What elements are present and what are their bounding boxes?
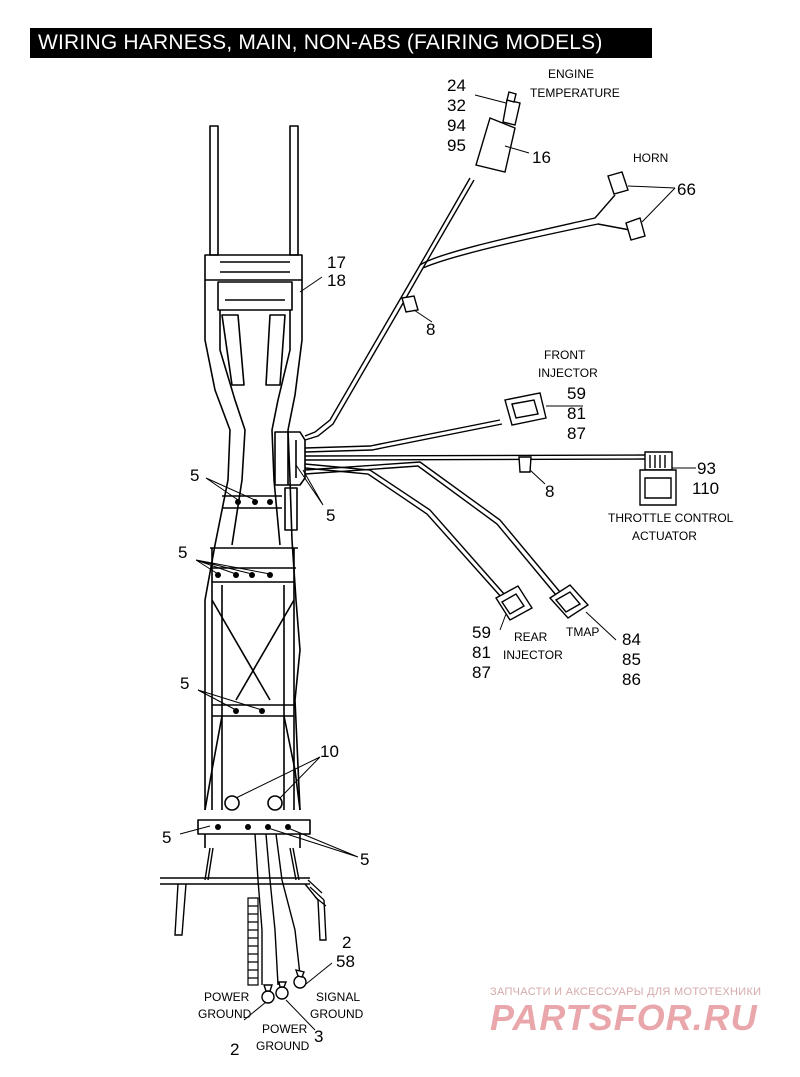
- watermark: ЗАПЧАСТИ И АКСЕССУАРЫ ДЛЯ МОТОТЕХНИКИ PA…: [490, 986, 761, 1038]
- leader-lines: [179, 94, 696, 1031]
- label-signal-ground-line1: SIGNAL: [316, 990, 360, 1004]
- callout-power-ground-center-3: 3: [314, 1027, 323, 1046]
- callout-engine-temp-95: 95: [447, 136, 466, 155]
- clip-upper: [401, 295, 419, 313]
- callout-tmap-84: 84: [622, 630, 641, 649]
- callout-8-lower: 8: [545, 482, 554, 501]
- clip-lower: [518, 456, 532, 473]
- callout-front-injector-81: 81: [567, 404, 586, 423]
- ring-terminal-power-ground-center: [275, 986, 289, 1000]
- callout-5-bottom-right: 5: [360, 850, 369, 869]
- conduit-sleeves: [247, 879, 327, 986]
- callout-power-ground-left-2: 2: [230, 1040, 239, 1059]
- ring-terminal-signal-ground: [293, 975, 307, 989]
- label-rear-injector-line1: REAR: [514, 630, 548, 644]
- callout-5-cage: 5: [178, 543, 187, 562]
- label-front-injector-line2: INJECTOR: [538, 366, 598, 380]
- callout-5-waist: 5: [190, 466, 199, 485]
- callout-17: 17: [327, 253, 346, 272]
- label-horn: HORN: [633, 151, 668, 165]
- callout-rear-injector-81: 81: [472, 643, 491, 662]
- horn-connector-lower: [625, 217, 646, 241]
- callout-signal-ground-58: 58: [336, 952, 355, 971]
- harness-branches: [160, 177, 646, 986]
- label-signal-ground-line2: GROUND: [310, 1007, 364, 1021]
- callout-5-ecm: 5: [326, 506, 335, 525]
- watermark-brand: PARTSFOR.RU: [490, 997, 758, 1038]
- connectors: [261, 91, 677, 1004]
- label-tmap: TMAP: [566, 625, 599, 639]
- engine-temp-sensor: [502, 99, 521, 126]
- strap-dots: [215, 499, 291, 830]
- callout-5-lower: 5: [180, 674, 189, 693]
- label-front-injector-line1: FRONT: [544, 348, 586, 362]
- callout-engine-temp-94: 94: [447, 116, 466, 135]
- label-power-ground-left-line2: GROUND: [198, 1007, 252, 1021]
- label-engine-temperature-line2: TEMPERATURE: [530, 86, 620, 100]
- callout-10: 10: [320, 742, 339, 761]
- motorcycle-frame: [197, 125, 311, 848]
- label-engine-temperature-line1: ENGINE: [548, 67, 594, 81]
- engine-temp-boot: [475, 117, 516, 173]
- callout-8-upper: 8: [426, 320, 435, 339]
- callout-front-injector-59: 59: [567, 384, 586, 403]
- label-rear-injector-line2: INJECTOR: [503, 648, 563, 662]
- label-tca-line2: ACTUATOR: [632, 529, 697, 543]
- callout-tmap-86: 86: [622, 670, 641, 689]
- callout-rear-injector-59: 59: [472, 623, 491, 642]
- callout-signal-ground-2: 2: [342, 933, 351, 952]
- callouts: 24 32 94 95 ENGINE TEMPERATURE 16 HORN 6…: [162, 67, 734, 1059]
- tca-connector-plug: [644, 451, 673, 471]
- callout-tmap-85: 85: [622, 650, 641, 669]
- watermark-tagline: ЗАПЧАСТИ И АКСЕССУАРЫ ДЛЯ МОТОТЕХНИКИ: [490, 986, 761, 998]
- callout-16: 16: [532, 148, 551, 167]
- page-title: WIRING HARNESS, MAIN, NON-ABS (FAIRING M…: [30, 28, 652, 58]
- callout-18: 18: [327, 271, 346, 290]
- callout-tca-110: 110: [692, 479, 719, 498]
- label-power-ground-center-line2: GROUND: [256, 1039, 310, 1053]
- ring-terminal-power-ground-left: [261, 990, 275, 1004]
- horn-connector-upper: [607, 171, 629, 195]
- callout-engine-temp-24: 24: [447, 76, 466, 95]
- callout-tca-93: 93: [697, 459, 716, 478]
- label-power-ground-center-line1: POWER: [262, 1022, 308, 1036]
- callout-front-injector-87: 87: [567, 424, 586, 443]
- callout-66: 66: [677, 180, 696, 199]
- callout-engine-temp-32: 32: [447, 96, 466, 115]
- callout-5-bottom-left: 5: [162, 828, 171, 847]
- label-power-ground-left-line1: POWER: [204, 990, 250, 1004]
- callout-rear-injector-87: 87: [472, 663, 491, 682]
- label-tca-line1: THROTTLE CONTROL: [608, 511, 734, 525]
